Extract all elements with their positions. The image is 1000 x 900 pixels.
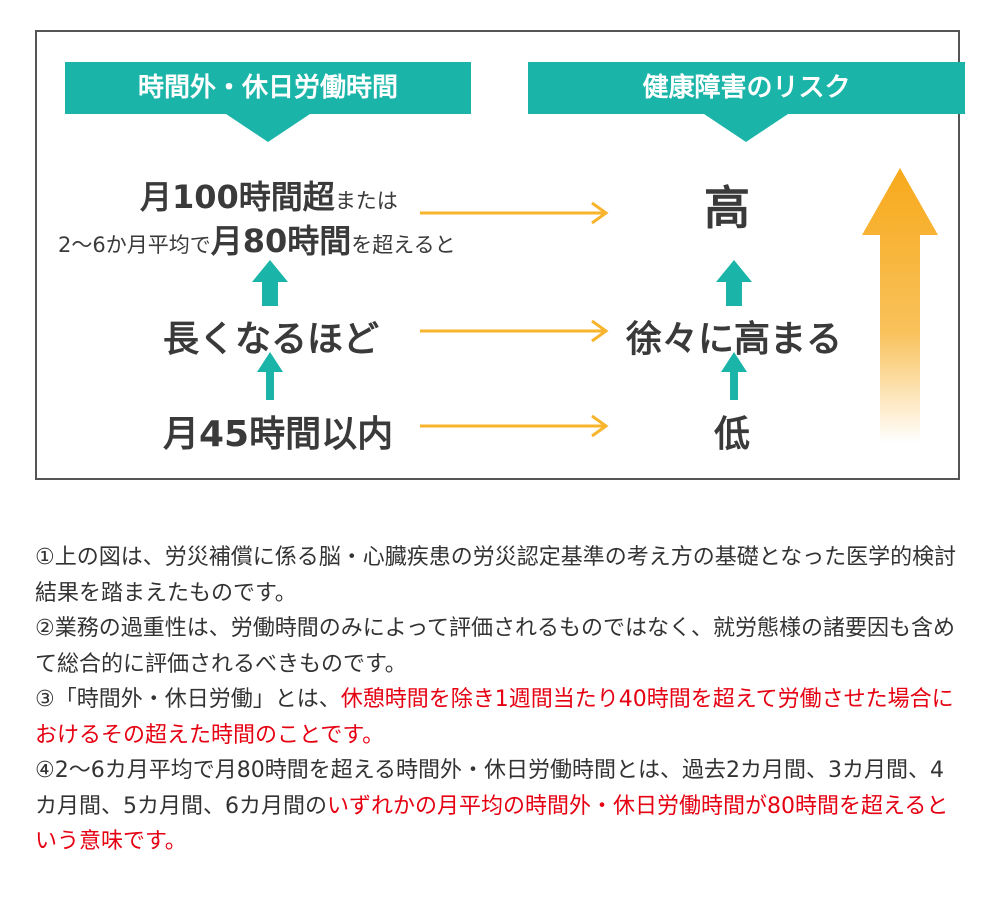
banner-left-title: 時間外・休日労働時間	[137, 73, 398, 103]
row3-45h: 月45時間以内	[163, 414, 394, 455]
note-4-plain: ④2〜6カ月平均で月80時間を超える時間外・休日労働時間とは、過去2カ月間、3カ…	[35, 758, 945, 819]
teal-up-arrow-icon	[252, 260, 288, 306]
orange-right-arrow-icon	[420, 414, 609, 438]
risk-increase-big-arrow-icon	[862, 168, 938, 443]
risk-high: 高	[704, 181, 750, 235]
row1-line2: 2〜6か月平均で月80時間を超えると	[58, 216, 456, 262]
row1-bold-80h: 月80時間	[210, 222, 352, 260]
note-1: ①上の図は、労災補償に係る脳・心臓疾患の労災認定基準の考え方の基礎となった医学的…	[35, 545, 957, 606]
row1-bold-100h: 月100時間超	[140, 178, 335, 216]
note-2: ②業務の過重性は、労働時間のみによって評価されるものではなく、就労態様の諸要因も…	[35, 616, 955, 677]
row1-exceed-suffix: を超えると	[351, 233, 456, 257]
banner-health-risk: 健康障害のリスク	[528, 62, 965, 142]
orange-right-arrow-icon	[420, 201, 609, 225]
banner-overtime: 時間外・休日労働時間	[65, 62, 471, 142]
risk-low: 低	[714, 414, 751, 455]
notes: ①上の図は、労災補償に係る脳・心臓疾患の労災認定基準の考え方の基礎となった医学的…	[35, 540, 965, 860]
teal-up-arrow-icon	[721, 352, 747, 400]
note-3-highlight: 休憩時間を除き1週間当たり40時間を超えて労働させた場合におけるその超えた時間の…	[35, 687, 954, 748]
row1-line1: 月100時間超または	[140, 172, 398, 218]
note-4: ④2〜6カ月平均で月80時間を超える時間外・休日労働時間とは、過去2カ月間、3カ…	[35, 753, 965, 860]
row1-avg-prefix: 2〜6か月平均で	[58, 233, 211, 257]
banner-right-title: 健康障害のリスク	[642, 73, 851, 103]
row2-longer: 長くなるほど	[163, 319, 380, 360]
teal-up-arrow-icon	[257, 352, 283, 400]
note-3-plain: ③「時間外・休日労働」とは、	[35, 687, 341, 712]
teal-up-arrow-icon	[716, 260, 752, 306]
banner-right-shape	[528, 62, 965, 142]
note-4-highlight: いずれかの月平均の時間外・休日労働時間が80時間を超えるという意味です。	[35, 793, 949, 855]
orange-right-arrow-icon	[420, 319, 609, 343]
note-3: ③「時間外・休日労働」とは、休憩時間を除き1週間当たり40時間を超えて労働させた…	[35, 682, 965, 753]
banner-left-shape	[65, 62, 471, 142]
row1-or: または	[334, 189, 398, 213]
